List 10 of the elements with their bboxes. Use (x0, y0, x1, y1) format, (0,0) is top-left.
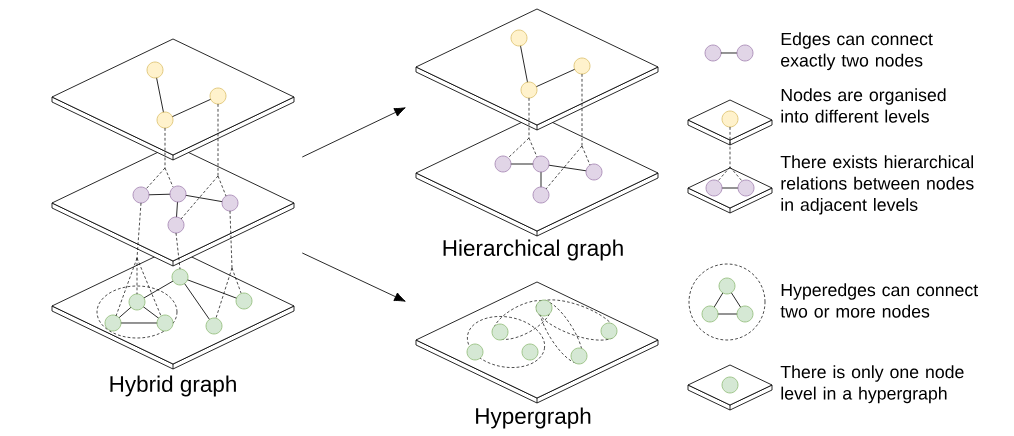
graph-title: Hybrid graph (110, 375, 236, 397)
graph-title: Hypergraph (476, 407, 591, 429)
graph-title: Hierarchical graph (443, 239, 623, 261)
legend-text: Nodes are organised into different levels (781, 88, 946, 123)
arrow (301, 252, 406, 302)
legend-text: There exists hierarchical relations between nodes in adjacent levels (780, 155, 974, 215)
arrow (301, 107, 406, 158)
legend-text: Edges can connect exactly two nodes (781, 32, 933, 71)
legend-text: Hyperedges can connect two or more nodes (780, 283, 979, 318)
legend-text: There is only one node level in a hypergraph (780, 365, 964, 404)
